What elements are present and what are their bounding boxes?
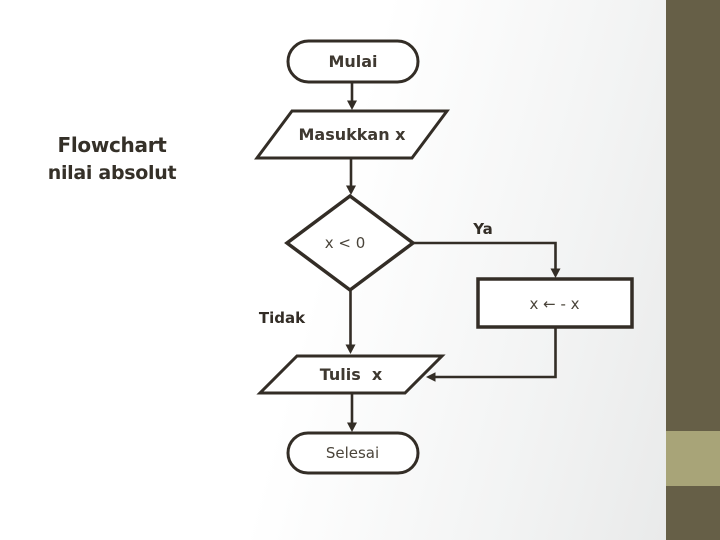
arrowhead-start-input [347,100,357,110]
end-terminator-shape [286,431,420,475]
arrowhead-decision-assign [550,268,561,278]
start-terminator-shape [286,39,420,84]
slide-title: Flowchart nilai absolut [33,131,191,187]
arrowhead-decision-output [345,344,356,354]
end-terminator-label: Selesai [326,444,379,462]
start-terminator-label: Mulai [328,52,377,71]
branch-label-yes: Ya [472,220,493,238]
slide-title-line1: Flowchart [57,133,167,157]
output-parallelogram-shape [256,354,446,395]
arrowhead-output-end [347,422,357,432]
slide-title-line2: nilai absolut [47,162,177,184]
assign-process-label: x ← - x [529,295,579,313]
arrowhead-assign-output [426,372,436,382]
input-parallelogram-shape [254,109,450,160]
arrowhead-input-decision [346,185,356,195]
assign-process-shape [476,277,634,329]
sidebar-accent-block [666,431,720,486]
output-parallelogram-label: Tulis x [320,365,383,384]
flowchart-diagram: Mulai Masukkan x x < 0 Ya x ← - x Tidak … [254,39,634,475]
edge-decision-assign [413,241,557,270]
decision-diamond-label: x < 0 [325,234,366,252]
right-sidebar-panel [666,0,720,540]
edge-assign-output [434,327,557,379]
branch-label-no: Tidak [259,309,306,327]
input-parallelogram-label: Masukkan x [299,125,407,144]
decision-diamond-shape [284,193,416,293]
